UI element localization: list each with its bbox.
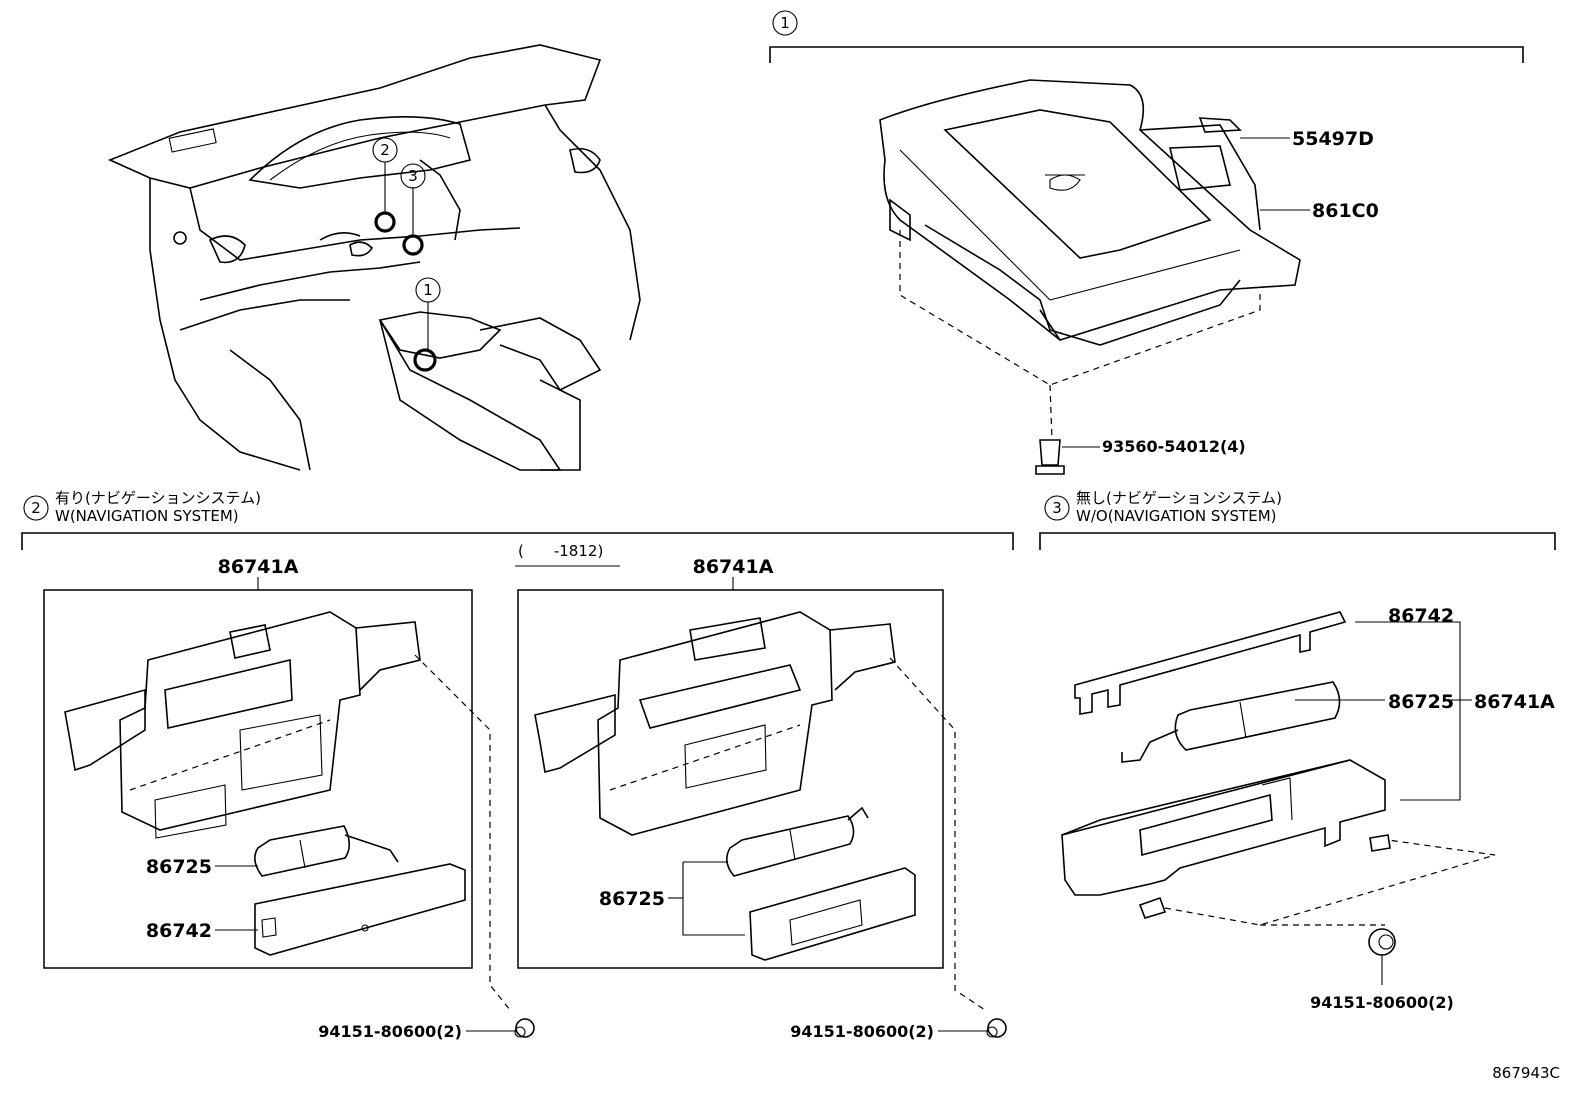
section-2: 2 有り(ナビゲーションシステム) W(NAVIGATION SYSTEM) 8… (21, 489, 1014, 1041)
section-1-bracket-line (769, 46, 1524, 63)
panel-left (43, 589, 473, 969)
diagram-code: 867943C (1492, 1064, 1560, 1082)
location-marker-1 (413, 348, 437, 372)
section-3-bracket-line (1039, 532, 1556, 550)
wireless-charger-illustration (879, 79, 1301, 475)
section-3-title-en: W/O(NAVIGATION SYSTEM) (1076, 507, 1277, 525)
part-label-86742-left: 86742 (146, 920, 212, 942)
navigation-module-no-nav (1061, 611, 1496, 926)
section-2-bracket-line (21, 532, 1014, 550)
panel-right (517, 589, 944, 969)
section-2-title-jp: 有り(ナビゲーションシステム) (55, 489, 261, 507)
svg-text:2: 2 (31, 499, 41, 517)
part-label-86741a-right: 86741A (693, 556, 774, 578)
section-1-marker: 1 (772, 10, 798, 36)
clip-icon-right (986, 1018, 1007, 1038)
part-label-94151-80600-right: 94151-80600(2) (790, 1022, 934, 1041)
part-label-93560-54012: 93560-54012(4) (1102, 437, 1246, 456)
part-label-86742-no-nav: 86742 (1388, 605, 1454, 627)
dashboard-overview: 2 3 1 (107, 44, 641, 471)
section-2-title-en: W(NAVIGATION SYSTEM) (55, 507, 239, 525)
part-label-86741a-left: 86741A (218, 556, 299, 578)
part-label-86725-left: 86725 (146, 856, 212, 878)
location-marker-3 (402, 234, 424, 256)
part-label-861c0: 861C0 (1312, 200, 1379, 222)
location-marker-2 (374, 211, 396, 233)
date-range-label: ( -1812) (518, 542, 603, 560)
svg-text:2: 2 (380, 141, 390, 159)
svg-text:3: 3 (408, 167, 418, 185)
svg-text:1: 1 (780, 14, 790, 32)
callout-2: 2 (372, 137, 398, 163)
svg-text:3: 3 (1052, 499, 1062, 517)
section-3: 3 無し(ナビゲーションシステム) W/O(NAVIGATION SYSTEM)… (1039, 489, 1556, 1012)
part-label-94151-80600-no-nav: 94151-80600(2) (1310, 993, 1454, 1012)
part-label-86725-right: 86725 (599, 888, 665, 910)
clip-icon-left (514, 1018, 535, 1038)
callout-3: 3 (400, 163, 426, 189)
navigation-module-left (64, 611, 511, 1011)
clip-icon-no-nav (1368, 928, 1396, 956)
section-1: 1 55497D 861C0 93560-54012(4) (769, 10, 1524, 475)
part-label-55497d: 55497D (1292, 128, 1374, 150)
svg-text:1: 1 (423, 281, 433, 299)
navigation-module-right (534, 611, 986, 1011)
part-label-86725-no-nav: 86725 (1388, 691, 1454, 713)
part-label-94151-80600-left: 94151-80600(2) (318, 1022, 462, 1041)
section-2-marker: 2 (23, 495, 49, 521)
section-3-marker: 3 (1044, 495, 1070, 521)
section-3-title-jp: 無し(ナビゲーションシステム) (1076, 489, 1282, 507)
part-label-86741a-no-nav: 86741A (1474, 691, 1555, 713)
callout-1-overview: 1 (415, 277, 441, 303)
